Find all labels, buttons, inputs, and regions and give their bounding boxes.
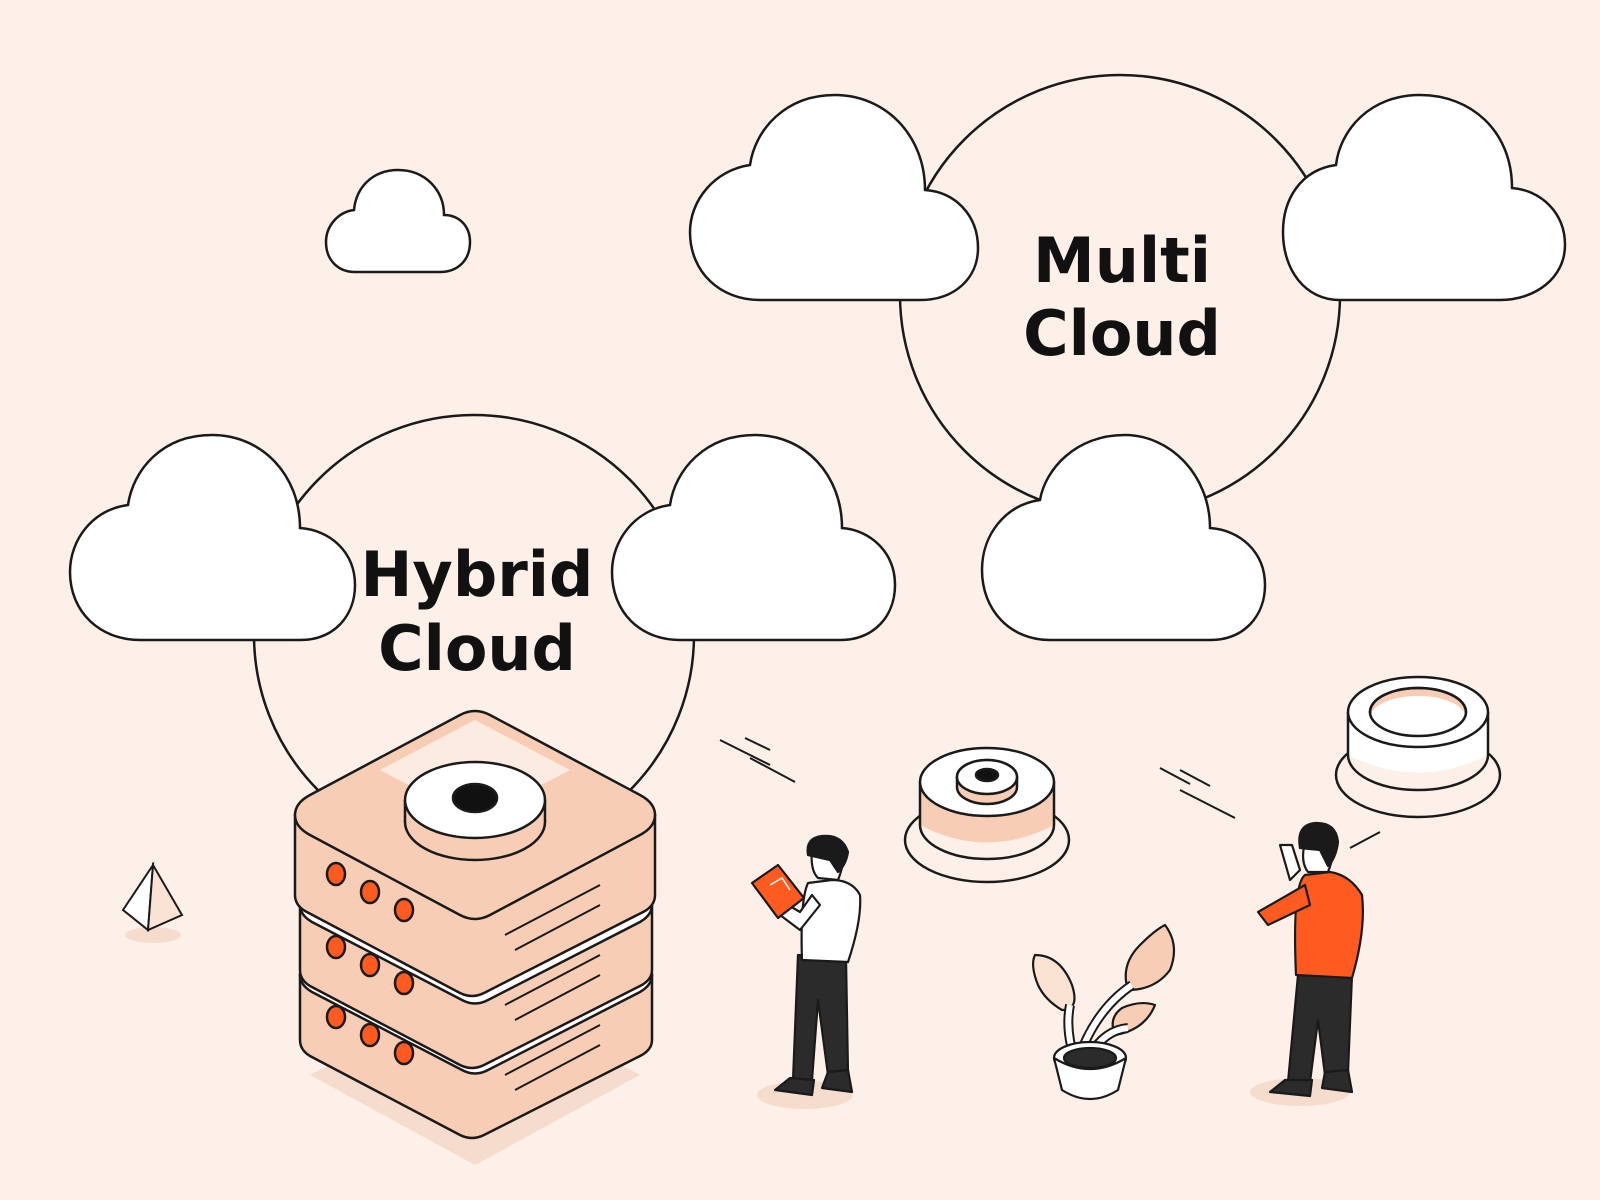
led-icon (325, 934, 347, 960)
multi-cloud-title-line1: Multi (1033, 224, 1211, 297)
led-icon (393, 1040, 415, 1066)
disk-puck-center (903, 746, 1071, 884)
led-icon (325, 1004, 347, 1030)
pyramid-icon (121, 861, 184, 943)
server-leds (325, 861, 415, 1066)
led-icon (359, 879, 381, 905)
ring-puck-right (1334, 675, 1502, 819)
server-stack (293, 709, 657, 1165)
multi-cloud-group (688, 73, 1567, 642)
cloud-hybrid-left (68, 433, 357, 642)
hybrid-cloud-title-line1: Hybrid (361, 538, 594, 611)
hybrid-cloud-title-line2: Cloud (378, 612, 576, 685)
led-icon (393, 897, 415, 923)
cloud-multi-left (688, 93, 980, 302)
server-vents (504, 884, 601, 1091)
cloud-hybrid-right (610, 433, 897, 642)
disk-hole (974, 767, 1000, 783)
cloud-multi-right (1281, 93, 1567, 302)
tablet-icon (750, 863, 806, 920)
led-icon (359, 1022, 381, 1048)
signal-dashes-left (719, 737, 796, 783)
potted-plant (1031, 923, 1176, 1101)
person-with-tablet (750, 834, 862, 1109)
signal-dashes-right (1159, 767, 1381, 849)
led-icon (359, 952, 381, 978)
led-icon (325, 861, 347, 887)
person-orange-shirt (1250, 821, 1364, 1106)
multi-cloud-title-line2: Cloud (1023, 297, 1221, 370)
cloud-small (324, 168, 472, 274)
led-icon (393, 970, 415, 996)
server-disk-hole (451, 782, 499, 814)
hybrid-cloud-group (68, 413, 897, 857)
cloud-multi-bottom (980, 433, 1267, 642)
